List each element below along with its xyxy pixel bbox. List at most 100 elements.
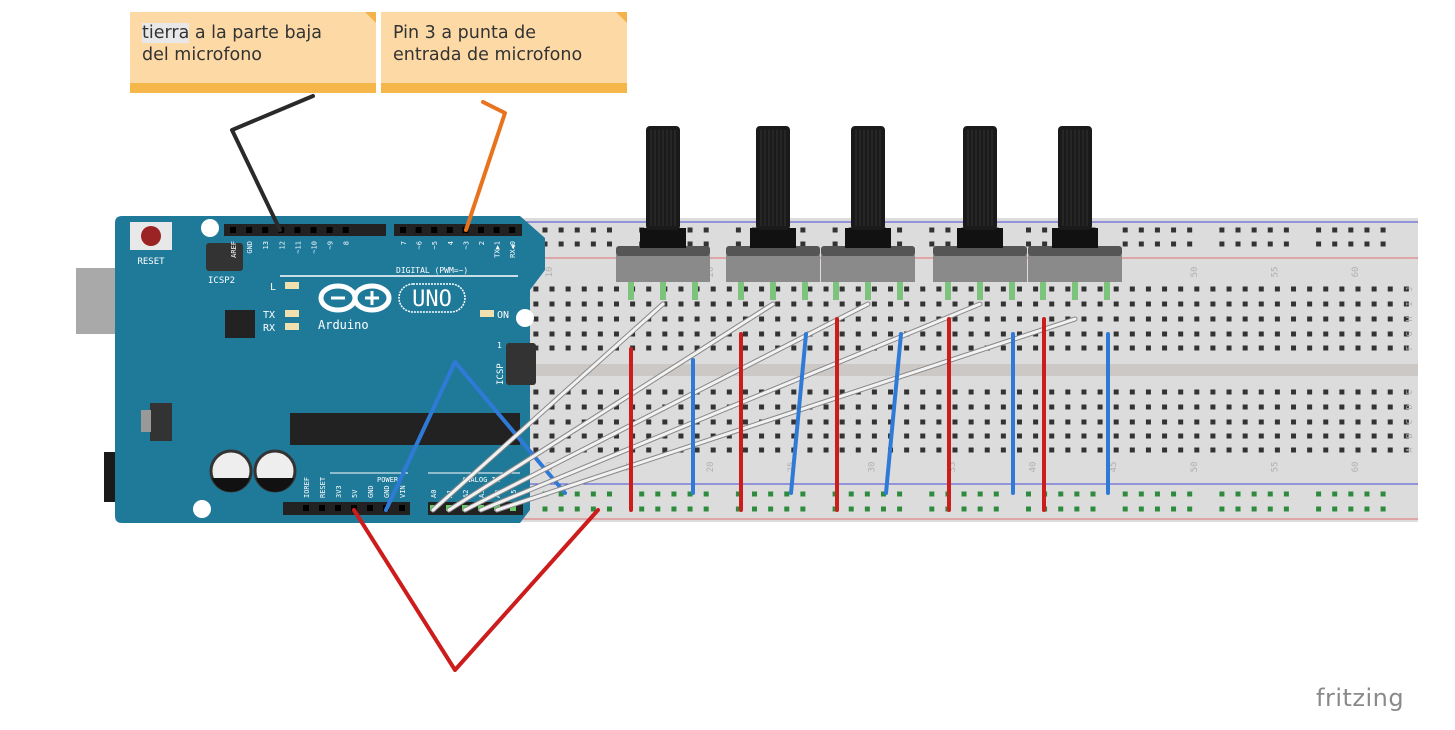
digital-pin-label: 12 [278,241,286,249]
breadboard-hole [1129,301,1135,307]
breadboard-hole [1178,286,1184,292]
breadboard-hole [888,345,894,351]
wire-gnd-pot3[interactable] [884,332,903,495]
breadboard-hole [1339,389,1345,395]
note-pin3[interactable]: Pin 3 a punta de entrada de microfono [381,12,627,93]
breadboard-hole [1355,404,1361,410]
rail-hole [558,491,564,497]
breadboard-hole [1226,286,1232,292]
breadboard-hole [1178,419,1184,425]
rail-hole [897,227,903,233]
rail-hole [687,506,693,512]
note-ground[interactable]: tierra a la parte baja del microfono [130,12,376,93]
wire-a1[interactable] [447,302,775,512]
breadboard-hole [759,433,765,439]
breadboard-hole [726,433,732,439]
breadboard-hole [1081,331,1087,337]
breadboard-hole [1049,389,1055,395]
wire-a4[interactable] [495,317,1077,512]
breadboard-hole [1097,447,1103,453]
breadboard-hole [1258,433,1264,439]
pot-leg [1040,280,1046,300]
breadboard-hole [1113,389,1119,395]
rail-hole [703,506,709,512]
rail-hole [1171,506,1177,512]
capacitor-stripe [256,478,294,492]
rail-hole [1316,227,1322,233]
breadboard-hole [646,419,652,425]
breadboard-hole [742,419,748,425]
wire-a2[interactable] [463,302,870,512]
breadboard-hole [823,345,829,351]
rail-hole [1219,491,1225,497]
rail-hole [977,491,983,497]
breadboard-hole [1258,447,1264,453]
breadboard-hole [1226,404,1232,410]
breadboard-hole [936,331,942,337]
breadboard-hole [1323,389,1329,395]
breadboard-hole [823,419,829,425]
potentiometer[interactable] [726,126,820,300]
breadboard-hole [613,301,619,307]
breadboard-hole [1000,331,1006,337]
breadboard-hole [613,433,619,439]
breadboard-hole [1065,389,1071,395]
wire-gnd-pot2[interactable] [789,332,808,495]
wire-a0[interactable] [431,302,665,512]
potentiometer[interactable] [821,126,915,300]
breadboard-hole [597,419,603,425]
breadboard-hole [678,286,684,292]
rail-hole [1332,491,1338,497]
breadboard-hole [1000,447,1006,453]
breadboard-hole [807,433,813,439]
breadboard-hole [904,389,910,395]
potentiometer[interactable] [1028,126,1122,300]
header-pin [342,227,349,233]
breadboard-hole [726,301,732,307]
breadboard-hole [759,345,765,351]
breadboard-hole [1016,345,1022,351]
breadboard-hole [1403,331,1409,337]
potentiometer[interactable] [933,126,1027,300]
breadboard-hole [1065,433,1071,439]
reset-button-cap[interactable] [141,226,161,246]
model-label: UNO [412,287,452,312]
wire-gnd[interactable] [384,360,567,512]
breadboard-hole [1049,331,1055,337]
breadboard-hole [678,301,684,307]
pot-leg [865,280,871,300]
breadboard-hole [775,419,781,425]
pot-body [616,255,710,282]
breadboard-hole [1242,286,1248,292]
breadboard-hole [1242,331,1248,337]
brand-label: Arduino [318,318,369,332]
breadboard-hole [646,433,652,439]
digital-pin-label: ~3 [462,241,470,249]
breadboard-hole [1291,404,1297,410]
wire-pin3-mic[interactable] [464,100,507,232]
breadboard-hole [662,419,668,425]
breadboard-hole [1162,433,1168,439]
wire-5v[interactable] [352,508,600,672]
breadboard-hole [581,316,587,322]
row-letter: E [1405,389,1414,394]
row-letter: I [1405,301,1414,306]
wire-a3[interactable] [479,302,982,512]
wire-ground-mic[interactable] [230,94,315,232]
note-bar [130,83,376,93]
potentiometer[interactable] [616,126,710,300]
breadboard-hole [839,404,845,410]
breadboard-hole [549,331,555,337]
breadboard-hole [791,301,797,307]
breadboard-hole [694,433,700,439]
breadboard-hole [1307,316,1313,322]
breadboard-hole [1387,419,1393,425]
header-pin [351,505,357,511]
note-bar [381,83,627,93]
breadboard-hole [1016,404,1022,410]
breadboard-hole [565,301,571,307]
breadboard-hole [1291,447,1297,453]
pot-leg [738,280,744,300]
breadboard-hole [710,286,716,292]
rail-hole [574,491,580,497]
